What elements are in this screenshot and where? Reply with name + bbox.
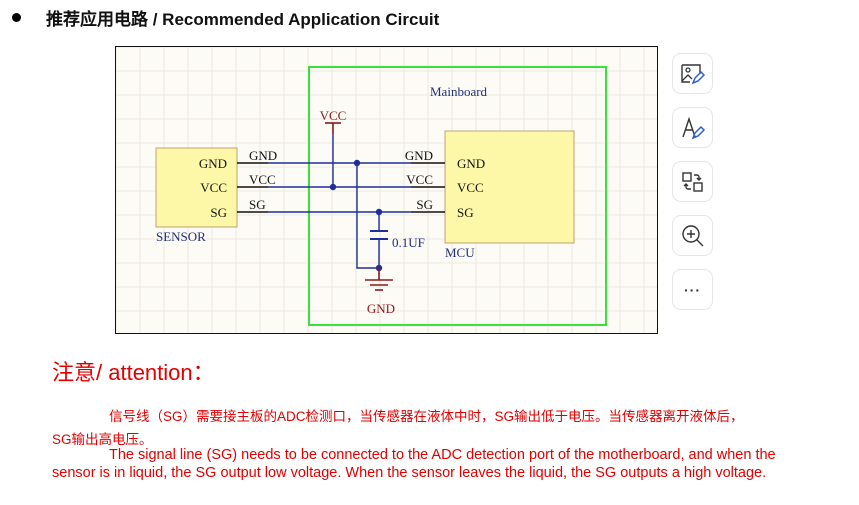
vcc-power-symbol xyxy=(325,122,341,134)
image-edit-icon xyxy=(680,63,705,84)
gnd-symbol-label: GND xyxy=(367,301,395,316)
more-horizontal-icon: ··· xyxy=(684,281,701,298)
zoom-in-icon xyxy=(681,224,703,246)
mcu-pin-vcc: VCC xyxy=(457,180,484,195)
schematic-drawing: Mainboard GND VCC SG SENSOR GND VCC SG M… xyxy=(116,47,657,333)
edit-text-button[interactable] xyxy=(672,107,713,148)
mainboard-border xyxy=(308,66,607,326)
text-edit-icon xyxy=(681,116,705,139)
attention-cjk: 注意 xyxy=(52,361,97,386)
attention-text: / attention： xyxy=(96,360,215,385)
mcu-pin-sg: SG xyxy=(457,205,474,220)
mcu-component xyxy=(444,130,575,244)
mainboard-label: Mainboard xyxy=(430,84,488,99)
zoom-in-button[interactable] xyxy=(672,215,713,256)
edit-image-button[interactable] xyxy=(672,53,713,94)
bullet-icon xyxy=(12,12,21,22)
attention-heading: 注意/ attention： xyxy=(52,355,215,387)
net-label-vcc-left: VCC xyxy=(249,172,276,187)
junctions xyxy=(329,159,383,272)
note-en-line1: The signal line (SG) needs to be connect… xyxy=(109,447,776,463)
net-label-gnd-right: GND xyxy=(405,148,433,163)
note-cn-line1: 信号线（SG）需要接主板的ADC检测口，当传感器在液体中时，SG输出低于电压。当… xyxy=(109,409,744,424)
net-label-sg-left: SG xyxy=(249,197,266,212)
wires xyxy=(268,134,411,269)
sensor-label: SENSOR xyxy=(156,229,206,244)
net-label-sg-right: SG xyxy=(416,197,433,212)
application-circuit-schematic: Mainboard GND VCC SG SENSOR GND VCC SG M… xyxy=(115,46,658,334)
capacitor-label: 0.1UF xyxy=(392,235,425,250)
swap-convert-icon xyxy=(681,171,703,192)
convert-button[interactable] xyxy=(672,161,713,202)
vcc-symbol-label: VCC xyxy=(320,108,347,123)
section-title: 推荐应用电路 / Recommended Application Circuit xyxy=(46,9,440,29)
more-button[interactable]: ··· xyxy=(672,269,713,310)
mcu-label: MCU xyxy=(445,245,475,260)
note-en-line2: sensor is in liquid, the SG output low v… xyxy=(52,465,767,481)
note-cn-line2: SG输出高电压。 xyxy=(52,432,153,447)
sensor-pin-sg: SG xyxy=(210,205,227,220)
net-label-gnd-left: GND xyxy=(249,148,277,163)
net-label-vcc-right: VCC xyxy=(406,172,433,187)
sensor-pin-vcc: VCC xyxy=(200,180,227,195)
pin-stubs xyxy=(237,162,445,213)
sensor-pin-gnd: GND xyxy=(199,156,227,171)
section-heading: 推荐应用电路 / Recommended Application Circuit xyxy=(12,4,439,30)
mcu-pin-gnd: GND xyxy=(457,156,485,171)
capacitor-symbol xyxy=(370,230,388,240)
gnd-symbol xyxy=(365,268,393,291)
